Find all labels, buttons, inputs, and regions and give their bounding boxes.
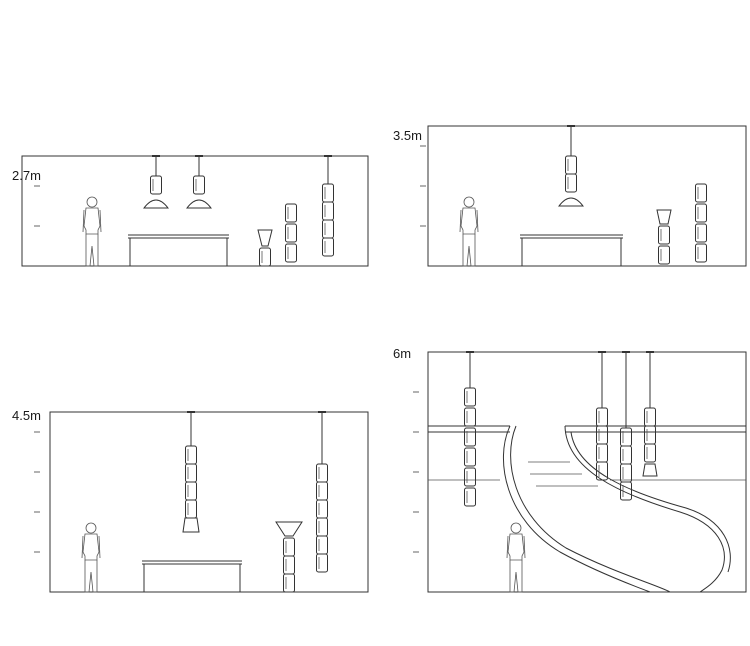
floor-cone-lamp <box>656 209 672 265</box>
floor-stacked-lamp <box>695 183 707 263</box>
dining-table <box>520 234 623 266</box>
pendant-stacked-lamp <box>316 411 328 573</box>
pendant-stacked-lamp <box>464 351 476 507</box>
panel-2-7m: 2.7m <box>12 155 369 267</box>
person-figure <box>82 196 102 267</box>
panel-6m: 6m <box>393 346 747 593</box>
dining-table <box>142 560 242 592</box>
room-outline <box>21 155 369 267</box>
pendant-stacked-lamp <box>642 351 658 477</box>
height-ticks <box>420 145 426 227</box>
panel-4-5m: 4.5m <box>12 408 369 593</box>
height-label: 6m <box>393 346 411 361</box>
pendant-stacked-lamp <box>182 411 200 533</box>
person-figure <box>506 522 526 593</box>
pendant-dome-lamp <box>186 155 212 209</box>
person-figure <box>459 196 479 267</box>
height-ticks <box>413 391 419 553</box>
table-lamp <box>257 229 273 267</box>
height-label: 2.7m <box>12 168 41 183</box>
height-ticks <box>34 185 40 227</box>
pendant-stacked-lamp <box>596 351 608 481</box>
pendant-dome-lamp <box>143 155 169 209</box>
room-outline <box>427 351 747 593</box>
pendant-stacked-lamp <box>620 351 632 501</box>
room-outline <box>49 411 369 593</box>
height-ticks <box>34 431 40 553</box>
pendant-dome-lamp <box>558 125 584 207</box>
height-label: 3.5m <box>393 128 422 143</box>
spiral-staircase <box>503 425 731 593</box>
person-figure <box>81 522 101 593</box>
floor-stacked-lamp <box>285 203 297 263</box>
pendant-stacked-lamp <box>322 155 334 257</box>
floor-bowl-lamp <box>275 521 303 593</box>
dining-table <box>128 234 229 266</box>
height-label: 4.5m <box>12 408 41 423</box>
panel-3-5m: 3.5m <box>393 125 747 267</box>
room-outline <box>427 125 747 267</box>
